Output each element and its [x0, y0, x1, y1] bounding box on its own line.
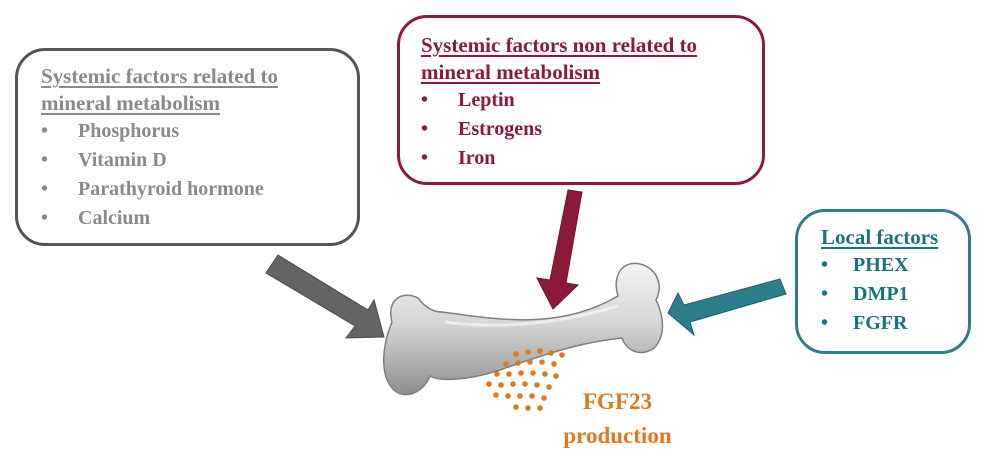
fgf23-dot — [517, 393, 523, 399]
box-title-line1: Systemic factors non related to — [421, 33, 698, 57]
fgf23-dot — [525, 349, 531, 355]
fgf23-dot — [537, 348, 543, 354]
factor-list: •PHEX •DMP1 •FGFR — [821, 251, 958, 338]
fgf23-dot — [534, 382, 540, 388]
list-item: •Iron — [421, 147, 496, 169]
list-item: •Calcium — [41, 207, 151, 229]
arrow-local — [667, 278, 787, 337]
list-item: •Leptin — [421, 89, 515, 111]
list-item: •PHEX — [821, 254, 909, 276]
fgf23-dot — [539, 359, 545, 365]
box-title-line2: mineral metabolism — [41, 91, 221, 115]
fgf23-label-line2: production — [563, 423, 672, 448]
fgf23-production-label: FGF23 production — [545, 385, 690, 453]
fgf23-label-line1: FGF23 — [583, 389, 652, 414]
fgf23-dot — [541, 395, 547, 401]
fgf23-dot — [510, 381, 516, 387]
systemic-non-mineral-factors-box: Systemic factors non related to mineral … — [397, 15, 765, 185]
fgf23-dot — [493, 392, 499, 398]
factor-list: •Leptin •Estrogens •Iron — [421, 86, 752, 173]
fgf23-dot — [548, 350, 554, 356]
list-item: •DMP1 — [821, 283, 909, 305]
fgf23-dot-cluster — [486, 348, 565, 411]
box-title-line1: Systemic factors related to — [41, 64, 278, 88]
fgf23-dot — [513, 351, 519, 357]
fgf23-dot — [537, 405, 543, 411]
factor-list: •Phosphorus •Vitamin D •Parathyroid horm… — [41, 117, 347, 233]
fgf23-dot — [553, 373, 559, 379]
fgf23-dot — [505, 393, 511, 399]
box-title-line2: mineral metabolism — [421, 60, 601, 84]
systemic-mineral-factors-box: Systemic factors related to mineral meta… — [15, 48, 360, 246]
fgf23-dot — [506, 371, 512, 377]
list-item: •Parathyroid hormone — [41, 178, 264, 200]
fgf23-dot — [542, 371, 548, 377]
fgf23-dot — [551, 361, 557, 367]
fgf23-dot — [494, 371, 500, 377]
fgf23-dot — [498, 382, 504, 388]
fgf23-dot — [530, 370, 536, 376]
list-item: •Estrogens — [421, 118, 543, 140]
fgf23-dot — [522, 381, 528, 387]
fgf23-dot — [486, 381, 492, 387]
list-item: •Phosphorus — [41, 120, 180, 142]
fgf23-dot — [559, 352, 565, 358]
fgf23-dot — [513, 404, 519, 410]
list-item: •Vitamin D — [41, 149, 167, 171]
fgf23-dot — [529, 393, 535, 399]
fgf23-dot — [503, 361, 509, 367]
fgf23-dot — [527, 359, 533, 365]
box-title: Local factors — [821, 225, 939, 249]
fgf23-dot — [518, 370, 524, 376]
fgf23-dot — [525, 405, 531, 411]
arrow-non-mineral — [536, 189, 583, 310]
list-item: •FGFR — [821, 312, 908, 334]
arrow-mineral — [265, 254, 385, 339]
local-factors-box: Local factors •PHEX •DMP1 •FGFR — [795, 209, 971, 354]
fgf23-dot — [515, 360, 521, 366]
fgf23-dot — [546, 384, 552, 390]
bone-icon — [383, 262, 664, 396]
